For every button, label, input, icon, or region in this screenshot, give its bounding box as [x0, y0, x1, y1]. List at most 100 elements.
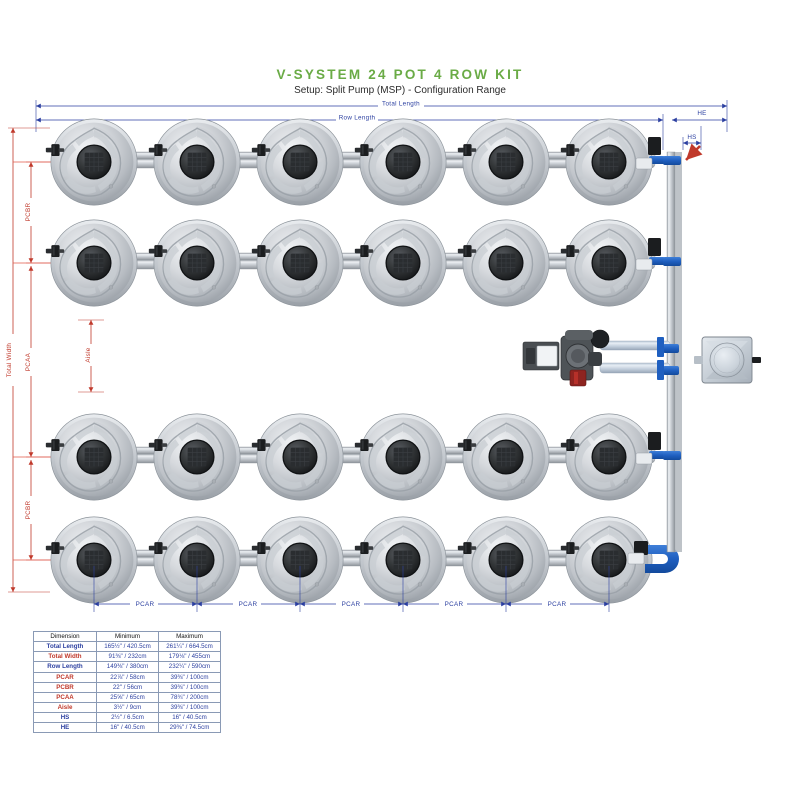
pot — [256, 219, 344, 307]
label-row-length: Row Length — [339, 115, 376, 122]
tank-lid — [709, 342, 745, 378]
reservoir-tank[interactable] — [694, 336, 761, 384]
flow-arrow — [685, 143, 703, 161]
pump-outlet — [588, 352, 602, 366]
pot — [359, 413, 447, 501]
row-min-value: 149⅜" / 380cm — [96, 661, 159, 673]
row-max-value: 39⅜" / 100cm — [158, 701, 221, 714]
pot — [359, 118, 447, 206]
dimension-row-length: Row Length — [36, 113, 664, 150]
manifold-joint — [663, 156, 681, 165]
dimension-aisle: Aisle — [78, 319, 104, 393]
manifold-joint — [663, 451, 681, 460]
end-cap — [648, 432, 661, 450]
valve-block — [635, 452, 653, 465]
row-max-value: 261¼" / 664.5cm — [158, 641, 221, 653]
pot — [462, 118, 550, 206]
manifold-joint — [663, 257, 681, 266]
pot-row-3 — [45, 413, 665, 501]
label-pcar-3: PCAR — [342, 601, 361, 608]
row-min-value: 91⅜" / 232cm — [96, 651, 159, 663]
row-max-value: 39⅜" / 100cm — [158, 671, 221, 683]
dimension-pcar-chain: PCAR PCAR PCAR PCAR PCAR — [93, 566, 610, 612]
row-label: Total Width — [33, 651, 97, 663]
row-max-value: 232¼" / 590cm — [158, 661, 221, 673]
pot — [153, 219, 241, 307]
pot — [50, 413, 138, 501]
row-max-value: 16" / 40.5cm — [158, 711, 221, 724]
tank-outlet — [752, 357, 761, 363]
row-min-value: 2½" / 6.5cm — [96, 711, 159, 724]
pot — [50, 219, 138, 307]
pot — [359, 219, 447, 307]
blue-bracket — [657, 360, 664, 380]
page-title: V-SYSTEM 24 POT 4 ROW KIT — [276, 67, 523, 82]
pot-row-4 — [45, 516, 679, 604]
controller-side — [526, 348, 535, 364]
valve-block — [635, 258, 653, 271]
blue-bracket — [657, 337, 664, 357]
row-label: PCBR — [33, 681, 97, 693]
row-min-value: 25⅝" / 65cm — [96, 691, 159, 703]
header-maximum: Maximum — [158, 630, 221, 643]
blue-elbow — [649, 257, 665, 265]
end-cap — [648, 238, 661, 256]
row-label: PCAA — [33, 691, 97, 703]
page-subtitle: Setup: Split Pump (MSP) - Configuration … — [294, 85, 506, 96]
pump-inlet — [565, 330, 593, 340]
valve-block — [635, 157, 653, 170]
row-min-value: 16" / 40.5cm — [96, 722, 159, 734]
pump-motor-cap — [590, 329, 610, 349]
blue-elbow — [649, 156, 665, 164]
pump-assembly[interactable] — [522, 329, 761, 387]
valve-block — [627, 552, 645, 565]
row-max-value: 78¾" / 200cm — [158, 691, 221, 703]
pot — [256, 118, 344, 206]
pot-row-1 — [45, 118, 665, 206]
row-label: Total Length — [33, 641, 97, 653]
row-label: Aisle — [33, 701, 97, 714]
pot-row-2 — [45, 219, 665, 307]
controller-display — [536, 345, 558, 367]
pot — [462, 219, 550, 307]
end-cap — [648, 137, 661, 155]
label-pcbr-bottom: PCBR — [25, 501, 32, 520]
row-max-value: 29⅜" / 74.5cm — [158, 722, 221, 734]
row-label: PCAR — [33, 671, 97, 683]
label-pcar-5: PCAR — [548, 601, 567, 608]
label-pcaa: PCAA — [25, 352, 32, 371]
row-label: Row Length — [33, 661, 97, 673]
row-max-value: 39⅜" / 100cm — [158, 681, 221, 693]
label-hs: HS — [687, 134, 696, 141]
pot — [256, 413, 344, 501]
header-minimum: Minimum — [96, 630, 159, 643]
row-min-value: 22" / 56cm — [96, 681, 159, 693]
row-label: HS — [33, 711, 97, 724]
row-min-value: 22⅞" / 58cm — [96, 671, 159, 683]
pot — [50, 118, 138, 206]
dimension-total-width: Total Width — [6, 127, 50, 593]
manifold-joint — [663, 344, 679, 353]
label-pcar-4: PCAR — [445, 601, 464, 608]
label-pcar-2: PCAR — [239, 601, 258, 608]
table-header-row: Dimension Minimum Maximum — [33, 630, 221, 643]
pot — [153, 118, 241, 206]
pcar-labels: PCAR PCAR PCAR PCAR PCAR — [130, 599, 570, 608]
label-he: HE — [697, 110, 706, 117]
label-total-length: Total Length — [382, 101, 420, 108]
blue-elbow — [649, 451, 665, 459]
row-min-value: 165½" / 420.5cm — [96, 641, 159, 653]
label-total-width: Total Width — [6, 343, 13, 378]
pot — [153, 413, 241, 501]
